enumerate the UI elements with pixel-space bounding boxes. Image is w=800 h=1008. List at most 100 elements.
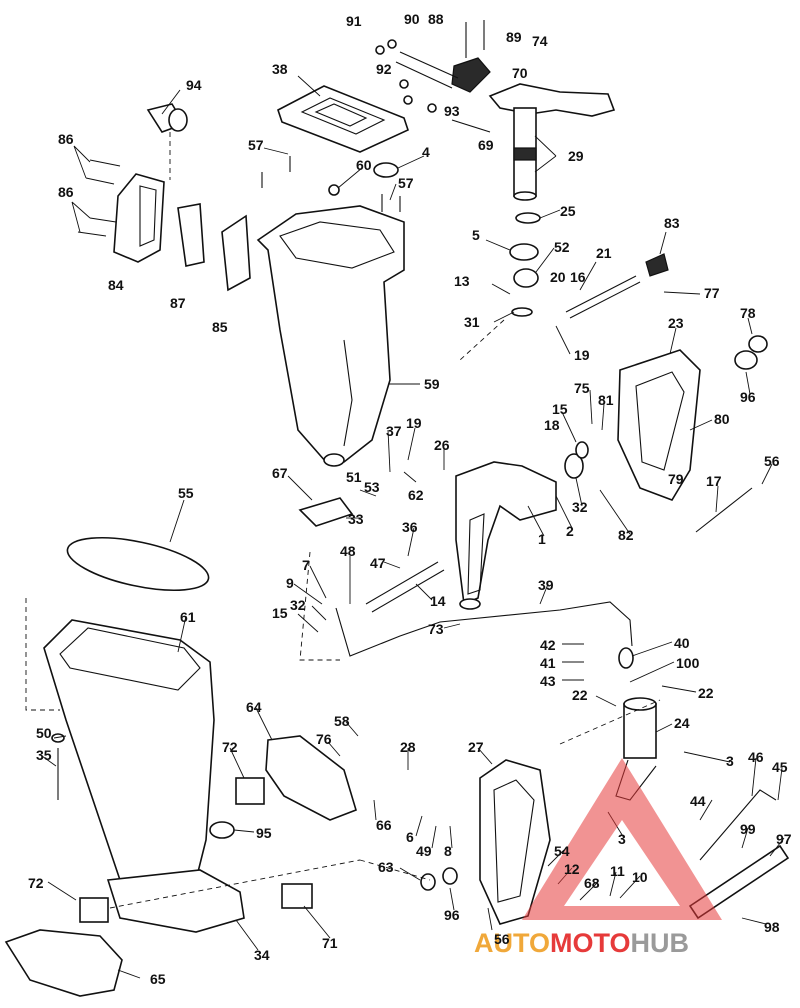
callout: 56 [764, 453, 780, 469]
fin-65 [4, 929, 123, 997]
seals-25-5-52-31 [509, 212, 541, 317]
callout: 36 [402, 519, 418, 535]
callout: 7 [302, 557, 310, 573]
callout: 34 [254, 947, 270, 963]
shaft-21 [565, 253, 701, 319]
callout: 24 [674, 715, 690, 731]
callout: 83 [664, 215, 680, 231]
callout: 14 [430, 593, 446, 609]
callout: 10 [632, 869, 648, 885]
callout: 87 [170, 295, 186, 311]
seal-67 [298, 497, 354, 527]
callout: 54 [554, 843, 570, 859]
swivel-arm-1 [455, 461, 557, 610]
oring-55 [66, 536, 210, 592]
callout: 69 [478, 137, 494, 153]
callout: 98 [764, 919, 780, 935]
watermark-text-hub: HUB [631, 928, 690, 958]
callout: 88 [428, 11, 444, 27]
fitting-40 [618, 647, 634, 669]
callout: 17 [706, 473, 722, 489]
leader-lines [41, 75, 785, 979]
callout: 32 [290, 597, 306, 613]
callout: 70 [512, 65, 528, 81]
bracket-27 [479, 759, 551, 925]
callout: 32 [572, 499, 588, 515]
callout: 55 [178, 485, 194, 501]
svg-text:AUTOMOTOHUB: AUTOMOTOHUB [474, 928, 689, 958]
callout: 94 [186, 77, 202, 93]
callout: 82 [618, 527, 634, 543]
callout: 86 [58, 184, 74, 200]
callout: 1 [538, 531, 546, 547]
bracket-23 [617, 335, 768, 501]
callout: 6 [406, 829, 414, 845]
steering-arm-29 [488, 83, 616, 201]
pin-17 [695, 487, 753, 533]
bolts-90-88 [375, 20, 491, 133]
callout: 84 [108, 277, 124, 293]
callout: 18 [544, 417, 560, 433]
callout: 37 [386, 423, 402, 439]
bracket-64 [265, 735, 357, 821]
callout: 62 [408, 487, 424, 503]
callout: 75 [574, 380, 590, 396]
callout: 41 [540, 655, 556, 671]
gasket-38 [277, 85, 409, 153]
callout: 21 [596, 245, 612, 261]
plate-87 [177, 203, 205, 267]
callout: 22 [698, 685, 714, 701]
callout: 66 [376, 817, 392, 833]
callout: 19 [574, 347, 590, 363]
callout: 20 [550, 269, 566, 285]
callout: 47 [370, 555, 386, 571]
callout: 93 [444, 103, 460, 119]
bracket-70 [451, 57, 491, 93]
callout: 44 [690, 793, 706, 809]
callout: 56 [494, 931, 510, 947]
callout: 2 [566, 523, 574, 539]
cover-84 [113, 173, 165, 263]
callout: 11 [610, 863, 625, 879]
callout: 64 [246, 699, 262, 715]
callout: 72 [222, 739, 238, 755]
callout: 59 [424, 376, 440, 392]
callout: 90 [404, 11, 420, 27]
callout: 46 [748, 749, 764, 765]
callout: 38 [272, 61, 288, 77]
callout: 19 [406, 415, 422, 431]
callout: 71 [322, 935, 338, 951]
callout: 81 [598, 392, 614, 408]
callout: 39 [538, 577, 554, 593]
callout: 100 [676, 655, 700, 671]
callout: 43 [540, 673, 556, 689]
callout: 97 [776, 831, 792, 847]
grommet-94 [146, 103, 188, 133]
callout: 15 [272, 605, 288, 621]
callout: 63 [378, 859, 394, 875]
callout: 60 [356, 157, 372, 173]
callout: 57 [398, 175, 414, 191]
callout: 72 [28, 875, 44, 891]
callout: 4 [422, 144, 430, 160]
tube-14 [365, 561, 445, 613]
callout: 50 [36, 725, 52, 741]
callout: 35 [36, 747, 52, 763]
washer-50 [51, 733, 65, 743]
plug-63 [420, 873, 436, 891]
callout: 61 [180, 609, 196, 625]
callout: 23 [668, 315, 684, 331]
callout: 92 [376, 61, 392, 77]
callout: 91 [346, 13, 362, 29]
callout: 48 [340, 543, 356, 559]
callout: 15 [552, 401, 568, 417]
washer-15 [575, 441, 589, 459]
washer-32 [564, 453, 584, 479]
watermark-text-moto: MOTO [550, 928, 631, 958]
watermark-logo: AUTOMOTOHUB [474, 758, 722, 958]
callout: 99 [740, 821, 756, 837]
watermark-triangle-icon [522, 758, 722, 920]
callout: 40 [674, 635, 690, 651]
block-72-b [79, 897, 109, 923]
